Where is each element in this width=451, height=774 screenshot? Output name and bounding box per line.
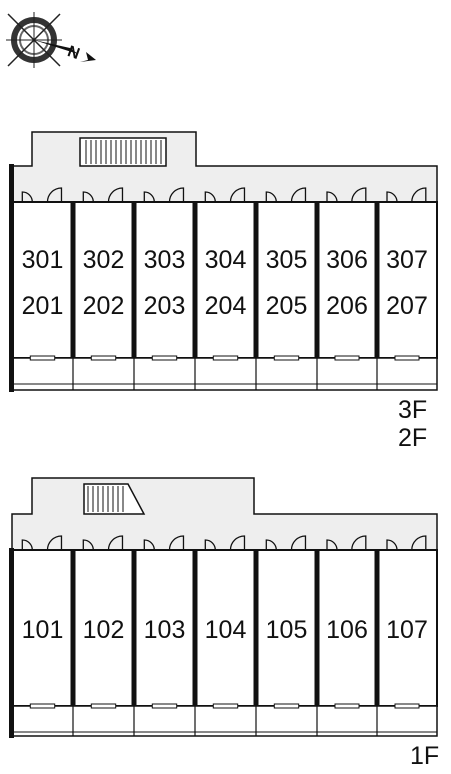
unit-window (334, 355, 360, 361)
lower-balcony (11, 705, 438, 737)
upper-block: 301 201 302 202 303 203 304 204 305 205 306 206 307 2… (9, 131, 438, 392)
upper-balcony (11, 357, 438, 391)
unit-partition-wall (374, 202, 380, 358)
unit-door-icon (326, 535, 367, 551)
unit-door-icon (143, 535, 185, 551)
unit-window (334, 703, 360, 709)
unit-door-icon (386, 187, 427, 203)
unit-number-label: 301 (22, 246, 64, 274)
unit-number-label: 105 (266, 616, 308, 644)
unit-number-label: 307 (386, 246, 428, 274)
unit-partition-wall (192, 202, 198, 358)
unit-number-label: 303 (144, 246, 186, 274)
unit-window (90, 703, 117, 709)
unit-door-icon (265, 187, 307, 203)
unit-door-icon (21, 187, 63, 203)
unit-number-label: 102 (83, 616, 125, 644)
upper-stair-icon (79, 137, 167, 167)
unit-number-label: 203 (144, 292, 186, 320)
unit-number-label: 204 (205, 292, 247, 320)
unit-window (394, 703, 420, 709)
unit-number-label: 302 (83, 246, 125, 274)
upper-corridor (11, 131, 438, 203)
unit-partition-wall (253, 550, 259, 706)
lower-stair-icon (83, 483, 146, 515)
unit-number-label: 205 (266, 292, 308, 320)
floor-label-2f: 2F (398, 424, 427, 452)
unit-partition-wall (131, 550, 137, 706)
unit-partition-wall (70, 202, 76, 358)
unit-door-icon (143, 187, 185, 203)
unit-partition-wall (70, 550, 76, 706)
unit-door-icon (204, 187, 246, 203)
unit-partition-wall (253, 202, 259, 358)
unit-number-label: 201 (22, 292, 64, 320)
unit-window (151, 703, 178, 709)
unit-partition-wall (314, 550, 320, 706)
unit-window (273, 703, 300, 709)
unit-door-icon (326, 187, 367, 203)
unit-number-label: 106 (326, 616, 368, 644)
compass-icon (6, 12, 96, 68)
unit-partition-wall (314, 202, 320, 358)
unit-door-icon (386, 535, 427, 551)
unit-number-label: 104 (205, 616, 247, 644)
compass-north-letter: N (65, 43, 82, 63)
lower-units-frame (11, 549, 438, 707)
unit-number-label: 103 (144, 616, 186, 644)
unit-number-label: 107 (386, 616, 428, 644)
unit-door-icon (265, 535, 307, 551)
unit-door-icon (21, 535, 63, 551)
unit-door-icon (82, 535, 124, 551)
unit-window (29, 703, 56, 709)
unit-partition-wall (131, 202, 137, 358)
upper-units-frame (11, 201, 438, 359)
unit-number-label: 202 (83, 292, 125, 320)
unit-window (90, 355, 117, 361)
unit-number-label: 207 (386, 292, 428, 320)
unit-number-label: 101 (22, 616, 64, 644)
floor-label-1f: 1F (410, 742, 439, 770)
unit-window (29, 355, 56, 361)
unit-window (212, 703, 239, 709)
unit-door-icon (82, 187, 124, 203)
unit-window (212, 355, 239, 361)
unit-partition-wall (374, 550, 380, 706)
lower-corridor (11, 477, 438, 551)
lower-block: 101 102 103 104 105 106 107 (9, 477, 438, 738)
unit-number-label: 305 (266, 246, 308, 274)
unit-window (151, 355, 178, 361)
floor-label-3f: 3F (398, 396, 427, 424)
unit-window (394, 355, 420, 361)
unit-number-label: 206 (326, 292, 368, 320)
unit-number-label: 304 (205, 246, 247, 274)
unit-door-icon (204, 535, 246, 551)
unit-partition-wall (192, 550, 198, 706)
unit-window (273, 355, 300, 361)
unit-number-label: 306 (326, 246, 368, 274)
